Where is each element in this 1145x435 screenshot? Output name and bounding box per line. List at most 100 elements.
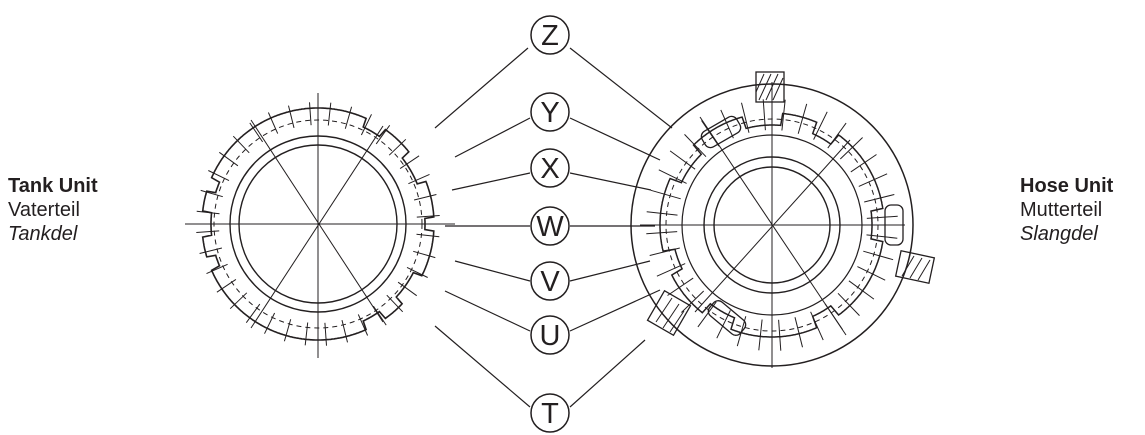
callout-y: Y [530,92,570,132]
tick-mark [669,150,696,170]
tick-mark [697,301,717,328]
callout-u-text: U [540,320,561,352]
tank-diagonal-1 [250,125,384,329]
hose-unit-label: Hose Unit Mutterteil Slangdel [1020,174,1113,246]
tick-mark [208,170,230,182]
tick-mark [416,215,440,218]
tick-mark [341,319,348,343]
tick-mark [658,169,687,184]
leader-t-left [434,325,531,408]
tick-mark [741,102,750,133]
tick-mark [196,230,220,233]
hose-unit-drawing [630,71,936,368]
tick-mark [375,125,391,145]
leader-t-right [569,339,646,408]
tick-mark [200,189,223,198]
leader-x-right [569,172,652,191]
tick-mark [813,111,828,140]
tank-unit-name-en: Tank Unit [8,175,98,197]
hose-screw-bottom-left [646,289,692,337]
leader-y-right [569,117,661,161]
tick-mark [646,211,678,216]
callout-t-text: T [541,398,559,430]
tick-mark [360,114,372,136]
tank-diagonal-2 [250,119,384,323]
tick-mark [837,292,860,316]
tick-mark [245,303,261,323]
tick-mark [866,215,898,219]
hose-pin-top [700,115,742,149]
tick-mark [848,280,875,300]
tick-mark [232,135,250,154]
leader-u-right [569,289,661,332]
tick-mark [324,322,327,346]
tick-mark [701,120,720,147]
callout-z-text: Z [541,20,559,52]
tick-mark [229,292,248,310]
tick-mark [864,194,895,203]
tick-mark [267,112,279,134]
leader-x-left [451,172,531,191]
leader-z-left [434,47,529,129]
tick-mark [758,319,763,351]
tick-mark [866,234,898,239]
tick-mark [264,312,276,334]
tick-mark [762,99,766,131]
hose-unit-name-sv: Slangdel [1020,223,1098,245]
tick-mark [413,250,436,259]
hose-diagonal-2 [694,139,851,313]
leader-v-left [454,260,531,282]
tick-mark [288,105,295,129]
tick-mark [386,294,404,313]
tick-mark [199,247,223,254]
callout-w-text: W [536,211,564,243]
tick-mark [649,247,680,256]
tick-mark [357,314,369,336]
callout-z: Z [530,15,570,55]
tick-mark [839,137,863,160]
tick-mark [372,305,387,326]
callout-t: T [530,393,570,433]
tank-ticks [196,102,440,346]
tick-mark [344,106,353,129]
callout-v-text: V [540,266,560,298]
tick-mark [327,102,332,126]
tank-unit-name-de: Vaterteil [8,199,80,221]
tick-mark [778,319,782,351]
tick-mark [656,263,686,277]
hose-screw-right [894,249,936,285]
callout-x: X [530,148,570,188]
tick-mark [797,103,808,134]
tick-mark [681,290,705,313]
tick-mark [416,233,440,238]
tick-mark [283,319,292,342]
tank-unit-label: Tank Unit Vaterteil Tankdel [8,174,98,246]
hose-ticks [646,99,898,351]
hose-unit-name-de: Mutterteil [1020,199,1103,221]
leader-v-right [569,260,651,282]
tick-mark [810,311,824,341]
callout-v: V [530,261,570,301]
tank-unit-name-sv: Tankdel [8,223,78,245]
tick-mark [206,263,228,275]
tick-mark [249,122,264,143]
hose-unit-name-en: Hose Unit [1020,175,1114,197]
tick-mark [863,250,894,261]
tick-mark [219,151,239,167]
tank-unit-drawing [185,93,455,358]
tick-mark [196,210,220,215]
tick-mark [399,155,420,170]
callout-w: W [530,206,570,246]
leader-z-right [569,47,673,129]
tick-mark [216,278,237,293]
tick-mark [646,231,678,235]
tick-mark [858,173,888,187]
callout-x-text: X [540,153,559,185]
callout-u: U [530,315,570,355]
tick-mark [720,109,734,139]
tick-mark [406,266,428,278]
tick-mark [413,194,437,201]
tick-mark [388,138,407,156]
tick-mark [408,173,430,185]
